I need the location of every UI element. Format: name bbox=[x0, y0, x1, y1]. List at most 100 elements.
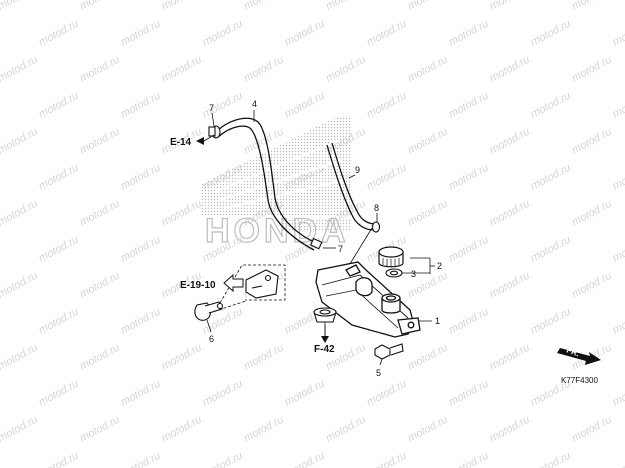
watermark-text: motod.ru bbox=[78, 270, 122, 301]
watermark-text: motod.ru bbox=[611, 18, 625, 49]
ref-label-f42: F-42 bbox=[314, 344, 335, 355]
watermark-text: motod.ru bbox=[160, 414, 204, 445]
watermark-text: motod.ru bbox=[488, 54, 532, 85]
clamp-7-bottom bbox=[309, 237, 323, 250]
watermark-text: motod.ru bbox=[242, 414, 286, 445]
watermark-text: motod.ru bbox=[201, 378, 245, 409]
watermark-text: motod.ru bbox=[324, 0, 368, 13]
watermark-text: motod.ru bbox=[283, 450, 327, 468]
watermark-text: motod.ru bbox=[0, 54, 40, 85]
watermark-text: motod.ru bbox=[119, 450, 163, 468]
watermark-text: motod.ru bbox=[242, 54, 286, 85]
watermark-text: motod.ru bbox=[78, 54, 122, 85]
watermark-text: motod.ru bbox=[529, 90, 573, 121]
watermark-text: motod.ru bbox=[283, 378, 327, 409]
watermark-text: motod.ru bbox=[37, 90, 81, 121]
watermark-text: motod.ru bbox=[406, 198, 450, 229]
watermark-text: motod.ru bbox=[242, 0, 286, 13]
watermark-text: motod.ru bbox=[365, 378, 409, 409]
watermark-text: motod.ru bbox=[406, 54, 450, 85]
reservoir-cap bbox=[378, 246, 404, 268]
direction-label: FR. bbox=[565, 345, 580, 358]
watermark-text: motod.ru bbox=[283, 18, 327, 49]
hose-9 bbox=[326, 142, 377, 231]
part-label-7-top: 7 bbox=[209, 103, 214, 113]
watermark-text: motod.ru bbox=[488, 126, 532, 157]
part-label-5: 5 bbox=[376, 368, 381, 378]
ref-label-e1910: E-19-10 bbox=[180, 280, 216, 291]
watermark-text: motod.ru bbox=[611, 162, 625, 193]
watermark-text: motod.ru bbox=[447, 234, 491, 265]
watermark-text: motod.ru bbox=[447, 450, 491, 468]
watermark-text: motod.ru bbox=[447, 162, 491, 193]
watermark-text: motod.ru bbox=[611, 450, 625, 468]
direction-arrow: FR. bbox=[557, 345, 601, 365]
watermark-text: motod.ru bbox=[447, 378, 491, 409]
watermark-text: motod.ru bbox=[447, 306, 491, 337]
watermark-text: motod.ru bbox=[570, 198, 614, 229]
part-label-2: 2 bbox=[437, 261, 442, 271]
watermark-text: motod.ru bbox=[529, 162, 573, 193]
watermark-text: motod.ru bbox=[488, 270, 532, 301]
bolt-5 bbox=[374, 343, 404, 360]
watermark-text: motod.ru bbox=[37, 450, 81, 468]
watermark-text: motod.ru bbox=[406, 126, 450, 157]
watermark-text: motod.ru bbox=[37, 162, 81, 193]
watermark-text: motod.ru bbox=[570, 54, 614, 85]
watermark-text: motod.ru bbox=[447, 18, 491, 49]
watermark-text: motod.ru bbox=[160, 342, 204, 373]
watermark-text: motod.ru bbox=[37, 378, 81, 409]
watermark-text: motod.ru bbox=[201, 18, 245, 49]
watermark-text: motod.ru bbox=[119, 162, 163, 193]
watermark-text: motod.ru bbox=[160, 0, 204, 13]
watermark-text: motod.ru bbox=[488, 198, 532, 229]
watermark-text: motod.ru bbox=[201, 90, 245, 121]
ref-label-e14: E-14 bbox=[170, 137, 192, 148]
watermark-text: motod.ru bbox=[488, 414, 532, 445]
watermark-text: motod.ru bbox=[0, 126, 40, 157]
watermark-text: motod.ru bbox=[529, 450, 573, 468]
watermark-text: motod.ru bbox=[365, 90, 409, 121]
watermark-text: motod.ru bbox=[119, 234, 163, 265]
watermark-text: motod.ru bbox=[119, 18, 163, 49]
watermark-text: motod.ru bbox=[406, 342, 450, 373]
ref-arrow-f42 bbox=[321, 325, 329, 343]
watermark-text: motod.ru bbox=[447, 90, 491, 121]
watermark-text: motod.ru bbox=[611, 306, 625, 337]
watermark-text: motod.ru bbox=[365, 18, 409, 49]
part-label-9: 9 bbox=[355, 165, 360, 175]
brand-logo-text: HONDA bbox=[205, 212, 350, 250]
watermark-text: motod.ru bbox=[78, 414, 122, 445]
watermark-text: motod.ru bbox=[119, 378, 163, 409]
part-label-3: 3 bbox=[411, 269, 416, 279]
watermark-text: motod.ru bbox=[0, 198, 40, 229]
clamp-7-top bbox=[208, 125, 221, 139]
hose-4 bbox=[217, 117, 319, 251]
ref-arrow-e1910 bbox=[223, 273, 244, 293]
watermark-text: motod.ru bbox=[570, 126, 614, 157]
diagram-code: K77F4300 bbox=[561, 376, 598, 385]
ref-arrow-e14 bbox=[196, 134, 215, 145]
watermark-text: motod.ru bbox=[570, 414, 614, 445]
watermark-text: motod.ru bbox=[0, 270, 40, 301]
watermark-text: motod.ru bbox=[529, 306, 573, 337]
watermark-text: motod.ru bbox=[406, 0, 450, 13]
clamp-8 bbox=[371, 221, 381, 233]
watermark-text: motod.ru bbox=[0, 0, 40, 13]
watermark-text: motod.ru bbox=[488, 342, 532, 373]
cap-gasket bbox=[385, 268, 403, 278]
part-label-1: 1 bbox=[435, 316, 440, 326]
detail-box-dashed bbox=[208, 264, 286, 314]
watermark-text: motod.ru bbox=[78, 0, 122, 13]
watermark-text: motod.ru bbox=[78, 126, 122, 157]
watermark-text: motod.ru bbox=[37, 306, 81, 337]
watermark-text: motod.ru bbox=[0, 414, 40, 445]
watermark-text: motod.ru bbox=[324, 414, 368, 445]
watermark-text: motod.ru bbox=[160, 54, 204, 85]
watermark-text: motod.ru bbox=[242, 342, 286, 373]
watermark-text: motod.ru bbox=[119, 90, 163, 121]
watermark-text: motod.ru bbox=[365, 450, 409, 468]
grommet bbox=[313, 307, 337, 323]
